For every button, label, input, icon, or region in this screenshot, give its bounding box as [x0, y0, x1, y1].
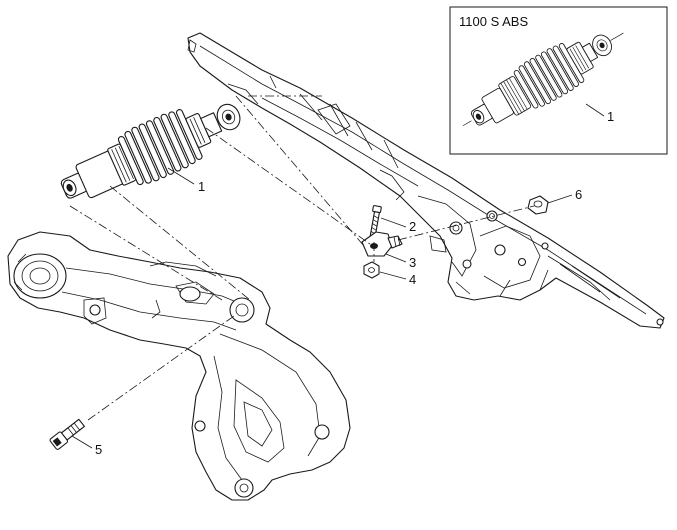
callout-4: 4: [409, 272, 416, 287]
callout-3: 3: [409, 255, 416, 270]
callout-1-leader: [167, 167, 195, 185]
inset-panel: 1100 S ABS 1: [449, 6, 668, 155]
callout-5-leader: [71, 435, 93, 449]
swingarm: [7, 231, 351, 501]
callout-3-leader: [385, 253, 407, 263]
inset-callout-1-leader: [585, 103, 605, 117]
bracket: [361, 231, 403, 257]
bolt: [369, 205, 382, 237]
callout-1: 1: [198, 179, 205, 194]
callouts: 1 2 3 4 5 6: [71, 167, 582, 457]
nut: [363, 261, 380, 279]
callout-2-leader: [380, 217, 407, 228]
callout-4-leader: [379, 271, 407, 280]
rubber-cap: [527, 195, 549, 215]
rear-subframe: [187, 32, 665, 329]
inset-callout-1: 1: [607, 109, 614, 124]
inset-title: 1100 S ABS: [459, 14, 528, 29]
callout-6-leader: [547, 194, 573, 204]
callout-5: 5: [95, 442, 102, 457]
assembly-lines: [69, 95, 535, 421]
callout-2: 2: [409, 219, 416, 234]
inset-shock-absorber: [462, 32, 624, 127]
shock-absorber: [60, 103, 241, 199]
pivot-bolt: [49, 418, 85, 450]
callout-6: 6: [575, 187, 582, 202]
